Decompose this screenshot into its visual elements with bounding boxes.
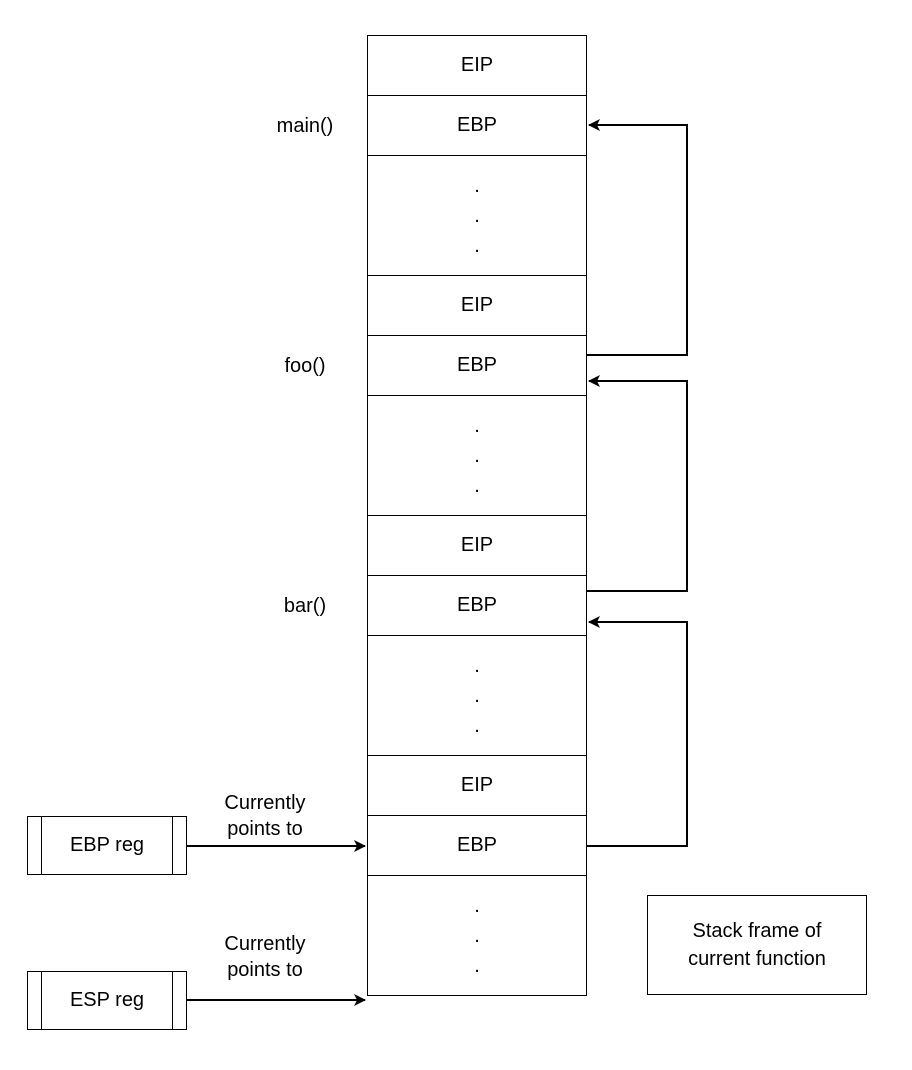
- stack-cell-current-eip: EIP: [367, 756, 587, 816]
- stack-cell-main-locals: ...: [367, 156, 587, 276]
- stack-cell-bar-eip: EIP: [367, 516, 587, 576]
- stack-cell-foo-locals: ...: [367, 396, 587, 516]
- ebp-register-box: EBP reg: [27, 816, 187, 875]
- stack-cell-bar-ebp: EBP: [367, 576, 587, 636]
- stack-cell-current-locals: ...: [367, 876, 587, 996]
- stack-cell-bar-locals: ...: [367, 636, 587, 756]
- ebp-pointer-label: Currently points to: [224, 792, 306, 840]
- stack-cell-foo-ebp: EBP: [367, 336, 587, 396]
- stack-cell-main-eip: EIP: [367, 35, 587, 96]
- saved-ebp-link-foo-to-main: [587, 119, 688, 356]
- legend-box: Stack frame of current function: [647, 895, 867, 995]
- saved-ebp-link-current-to-bar: [587, 616, 688, 847]
- function-label-bar: bar(): [283, 595, 327, 617]
- esp-register-box: ESP reg: [27, 971, 187, 1030]
- stack-cell-main-ebp: EBP: [367, 96, 587, 156]
- esp-pointer-label: Currently points to: [224, 933, 306, 981]
- function-label-main: main(): [276, 115, 334, 137]
- stack-cell-foo-eip: EIP: [367, 276, 587, 336]
- stack-cell-current-ebp: EBP: [367, 816, 587, 876]
- saved-ebp-link-bar-to-foo: [587, 375, 688, 592]
- function-label-foo: foo(): [284, 355, 326, 377]
